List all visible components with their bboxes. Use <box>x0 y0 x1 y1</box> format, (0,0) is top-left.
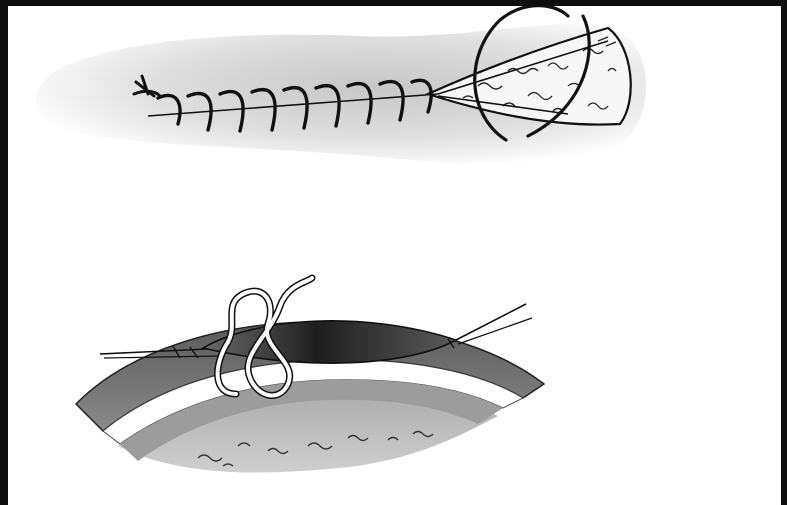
running-suture-panel <box>36 6 646 164</box>
illustration-canvas <box>8 6 781 505</box>
knot-tie-panel <box>76 278 544 473</box>
surgical-illustration <box>8 6 781 505</box>
suture-thread-right <box>456 304 526 340</box>
suture-thread-right-2 <box>458 318 532 344</box>
